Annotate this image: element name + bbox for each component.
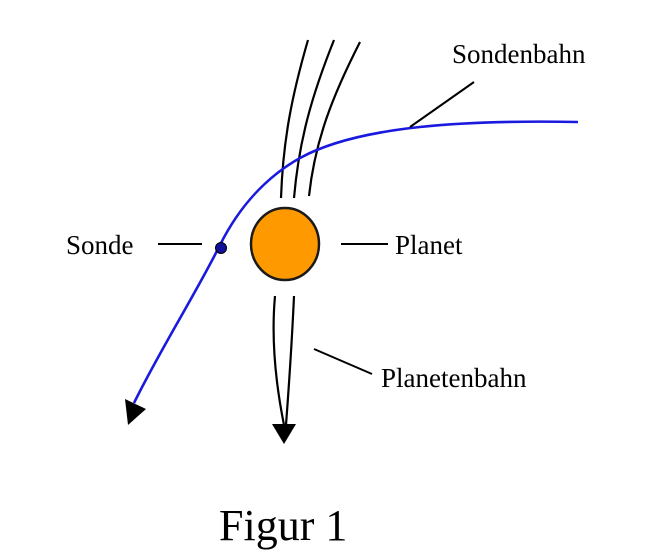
leader-lines bbox=[158, 81, 475, 375]
probe-path-arrowhead-icon bbox=[125, 399, 146, 425]
planet-path-line-2 bbox=[292, 39, 336, 199]
figure-caption: Figur 1 bbox=[219, 501, 347, 550]
label-planet-path: Planetenbahn bbox=[381, 363, 527, 393]
leader-line-probe-path bbox=[409, 81, 475, 128]
label-planet: Planet bbox=[395, 230, 463, 260]
label-probe-path: Sondenbahn bbox=[452, 39, 586, 69]
leader-line-planet-path bbox=[313, 348, 373, 375]
planet-path-line-1 bbox=[279, 39, 310, 199]
planet-path-arrowhead-icon bbox=[272, 424, 296, 444]
planet-circle bbox=[249, 206, 321, 282]
planet-path-line-5 bbox=[284, 295, 296, 426]
planet-path-line-4 bbox=[272, 295, 286, 426]
planet-path-lower-lines bbox=[272, 295, 296, 426]
probe-path-curve bbox=[132, 120, 579, 404]
planet-path-upper-lines bbox=[279, 39, 361, 199]
label-probe: Sonde bbox=[66, 230, 134, 260]
probe-dot bbox=[215, 242, 227, 254]
planet-path-line-3 bbox=[307, 41, 361, 197]
